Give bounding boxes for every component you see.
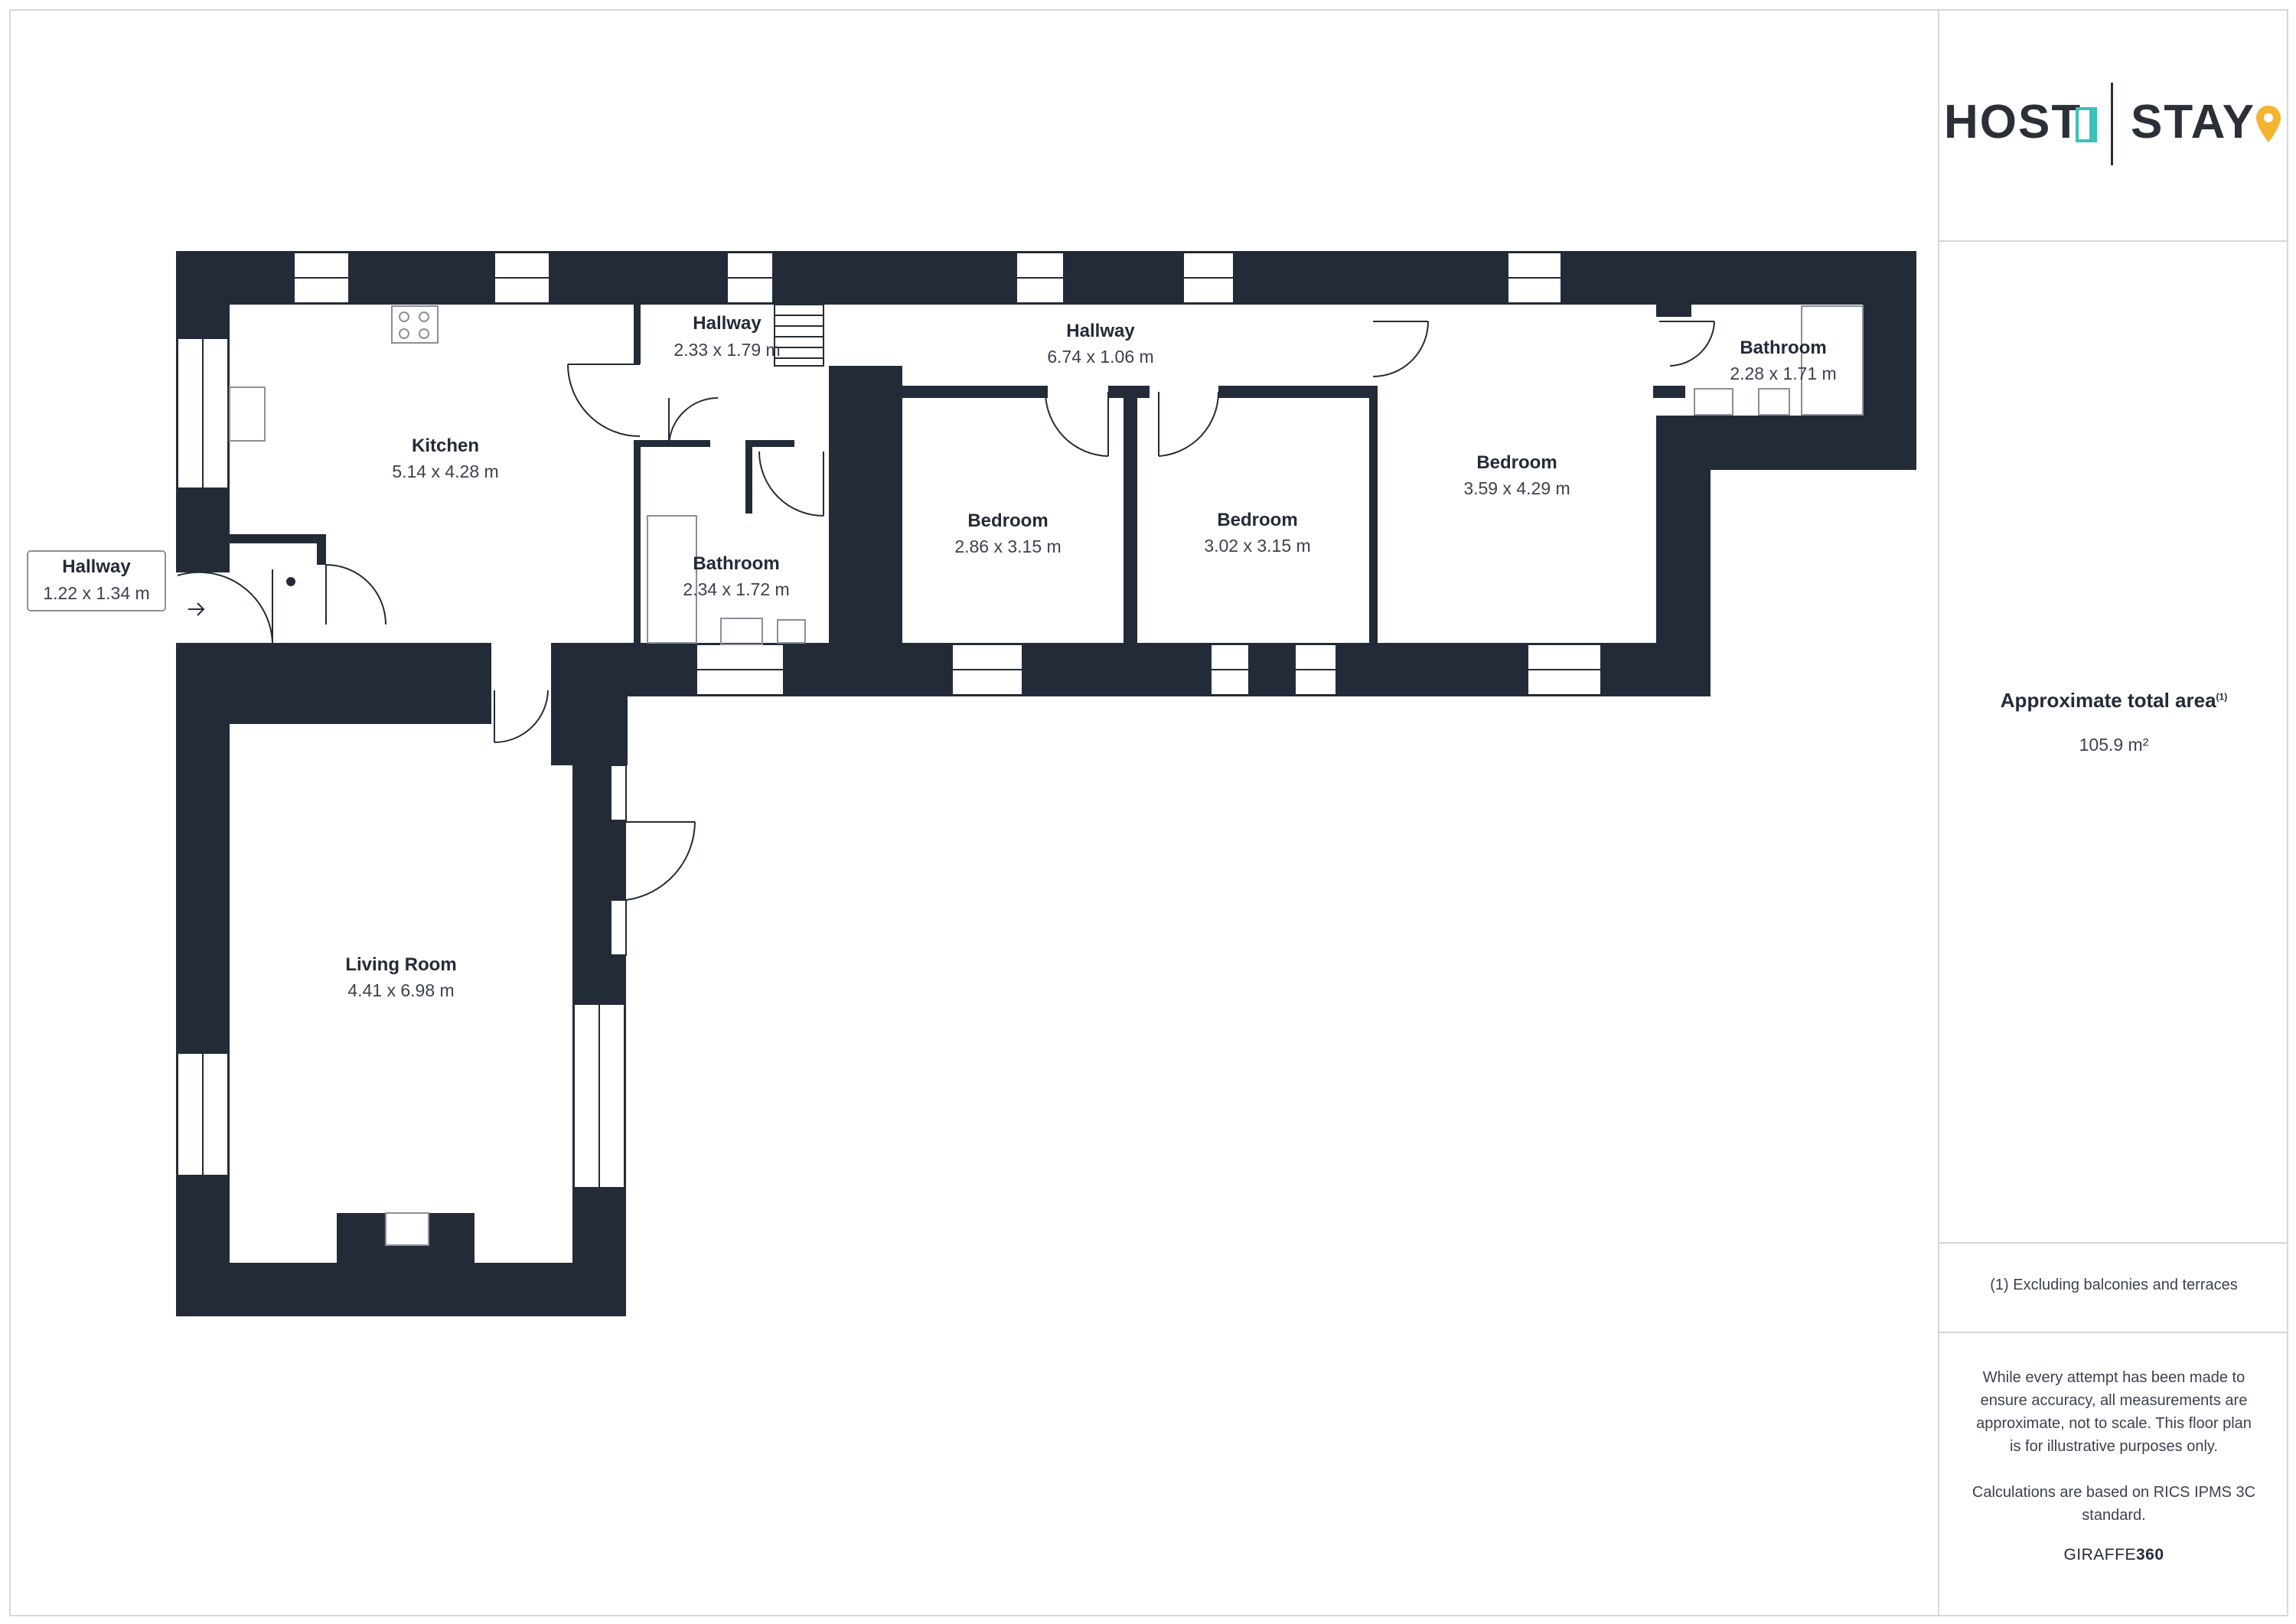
room-dimensions: 2.34 x 1.72 m xyxy=(683,579,789,599)
calculation-note: Calculations are based on RICS IPMS 3C s… xyxy=(1971,1484,2256,1524)
room-dimensions: 5.14 x 4.28 m xyxy=(392,461,498,481)
map-pin-icon xyxy=(2256,106,2281,142)
room-dimensions: 6.74 x 1.06 m xyxy=(1047,347,1153,367)
central-wall xyxy=(829,366,902,649)
floor-plan: Hallway 2.33 x 1.79 m Hallway 6.74 x 1.0… xyxy=(27,251,1916,1316)
room-dimensions: 1.22 x 1.34 m xyxy=(43,583,149,603)
room-dimensions: 3.59 x 4.29 m xyxy=(1463,478,1570,498)
room-name: Kitchen xyxy=(412,435,479,456)
giraffe360-brand: GIRAFFE360 xyxy=(1939,1546,2288,1564)
walls xyxy=(176,251,1916,1316)
basin-icon-2 xyxy=(1694,388,1733,416)
room-name: Bathroom xyxy=(1740,338,1826,358)
hallway-label-box xyxy=(27,550,166,611)
partition xyxy=(745,440,794,447)
toilet-icon-2 xyxy=(1758,388,1790,416)
room-name: Living Room xyxy=(345,954,456,975)
room-name: Bedroom xyxy=(1217,510,1297,530)
partition xyxy=(745,440,752,514)
stove-icon xyxy=(385,1212,429,1246)
partition xyxy=(317,534,326,565)
entrance-arrow-icon xyxy=(188,602,205,616)
room-name: Hallway xyxy=(62,556,131,577)
bathtub-icon xyxy=(647,515,697,644)
partition xyxy=(902,386,1048,398)
hob-icon xyxy=(391,305,439,344)
page-frame xyxy=(9,9,2288,1616)
room-name: Hallway xyxy=(1066,321,1135,341)
room-name: Bedroom xyxy=(967,510,1048,531)
logo-host-text: HOST xyxy=(1944,96,2082,148)
basin-icon xyxy=(720,618,763,645)
room-name: Bedroom xyxy=(1476,452,1557,473)
toilet-icon xyxy=(777,619,806,644)
panel-divider-bottom xyxy=(1938,1332,2288,1333)
partition xyxy=(634,440,641,647)
sink-icon xyxy=(229,386,266,442)
room-dimensions: 3.02 x 3.15 m xyxy=(1204,536,1310,556)
panel-divider-top xyxy=(1938,240,2288,242)
partition xyxy=(1653,386,1685,398)
room-dimensions: 2.86 x 3.15 m xyxy=(954,536,1061,556)
area-title: Approximate total area(1) xyxy=(1939,689,2288,713)
bathroom-south-wall xyxy=(1684,416,1916,470)
room-name: Hallway xyxy=(693,313,762,334)
footnote-marker: (1) xyxy=(2216,691,2228,703)
room-dimensions: 4.41 x 6.98 m xyxy=(347,980,454,1000)
room-dimensions: 2.33 x 1.79 m xyxy=(673,340,780,360)
meter-marker xyxy=(286,577,295,586)
partition xyxy=(1656,305,1691,317)
fixtures xyxy=(229,305,1864,1246)
partition xyxy=(1369,386,1378,646)
footnote: (1) Excluding balconies and terraces xyxy=(1990,1277,2238,1293)
brand-regular: GIRAFFE xyxy=(2063,1546,2136,1564)
partition xyxy=(634,440,710,447)
door-icon xyxy=(2076,107,2097,142)
room-labels: Hallway 2.33 x 1.79 m Hallway 6.74 x 1.0… xyxy=(27,313,1837,1000)
partition xyxy=(1124,386,1137,646)
logo-separator xyxy=(2111,83,2113,165)
room-dimensions: 2.28 x 1.71 m xyxy=(1730,364,1836,383)
partition xyxy=(634,305,641,364)
room-name: Bathroom xyxy=(693,553,779,574)
windows xyxy=(177,252,1602,1189)
panel-divider-mid xyxy=(1938,1242,2288,1244)
disclaimer-text: While every attempt has been made to ens… xyxy=(1976,1369,2252,1455)
area-value: 105.9 m² xyxy=(2079,735,2149,755)
host-stay-logo: HOST STAY xyxy=(1939,77,2288,176)
partition xyxy=(1218,386,1371,398)
partition xyxy=(230,534,326,543)
living-south-wall xyxy=(176,1263,626,1316)
disclaimer: While every attempt has been made to ens… xyxy=(1939,1366,2288,1550)
living-west-wall xyxy=(176,643,230,1316)
brand-bold: 360 xyxy=(2135,1546,2164,1564)
shower-icon xyxy=(1801,305,1864,416)
panel-divider xyxy=(1938,9,1939,1616)
logo-stay-text: STAY xyxy=(2131,96,2256,148)
area-title-text: Approximate total area xyxy=(2000,689,2216,712)
